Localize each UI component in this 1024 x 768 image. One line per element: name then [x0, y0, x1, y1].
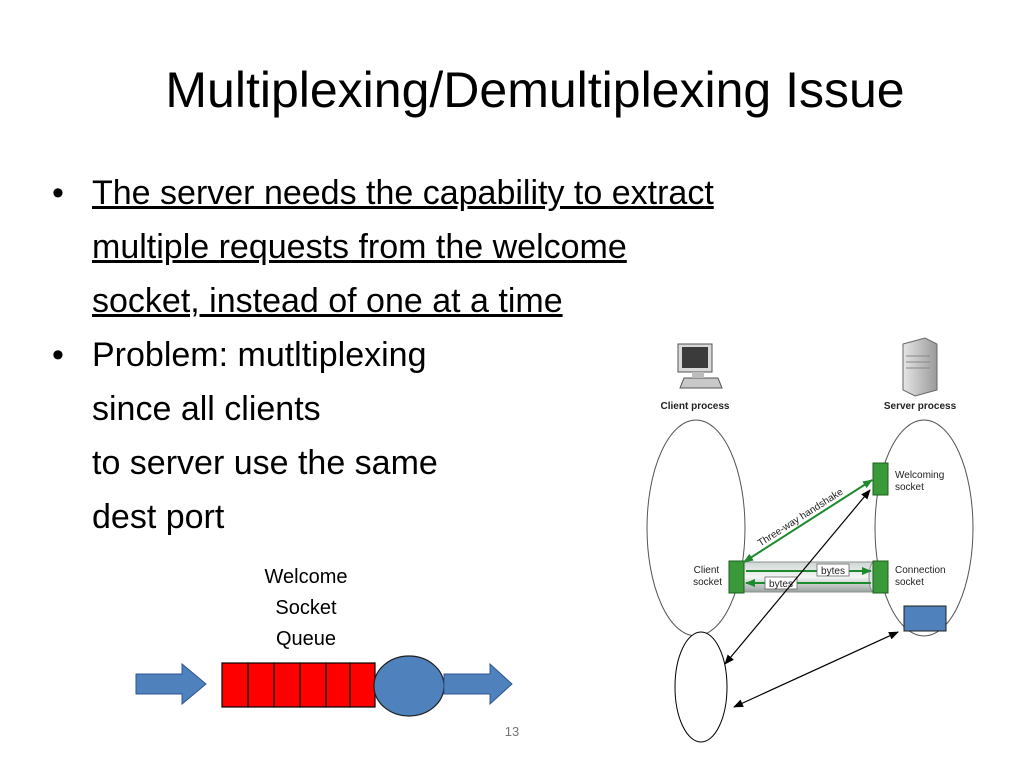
tcp-connection-pipe: [743, 561, 880, 593]
bullet-list: • The server needs the capability to ext…: [52, 166, 892, 544]
server-process-oval: [874, 419, 974, 637]
connection-socket: [872, 560, 889, 594]
queue-output-arrow: [443, 662, 513, 706]
bytes-label-bottom: bytes: [769, 579, 793, 590]
page-number: 13: [504, 724, 520, 739]
second-client-oval: [674, 631, 728, 743]
bullet-line: since all clients: [92, 390, 321, 428]
computer-icon: [677, 343, 723, 389]
server-icon: [902, 337, 938, 397]
queue-label-line: Queue: [275, 628, 337, 650]
request-arrow-connection: [733, 631, 899, 708]
bytes-label-top: bytes: [821, 566, 845, 577]
bullet-line: socket, instead of one at a time: [92, 282, 563, 320]
handshake-arrow: [743, 479, 873, 563]
queue-buffer: [221, 662, 376, 708]
queue-label-line: Socket: [275, 597, 337, 619]
queue-slot: [349, 662, 376, 708]
handshake-label: Three-way handshake: [756, 486, 846, 549]
welcoming-socket-label: Welcoming socket: [895, 470, 947, 493]
queue-slot: [299, 662, 327, 708]
queue-input-arrow: [135, 662, 207, 706]
bullet-line: to server use the same: [92, 444, 438, 482]
queue-slot: [273, 662, 301, 708]
connection-socket-label: Connection socket: [895, 565, 948, 588]
queue-slot: [325, 662, 351, 708]
welcoming-socket: [872, 462, 889, 496]
client-socket: [728, 560, 745, 594]
queue-label: Welcome Socket Queue: [236, 562, 376, 655]
queue-server-circle: [373, 655, 445, 717]
queue-slot: [247, 662, 275, 708]
bullet-line: multiple requests from the welcome: [92, 228, 627, 266]
extra-connection-socket-box: [903, 605, 947, 632]
slide-title: Multiplexing/Demultiplexing Issue: [165, 62, 905, 118]
client-process-oval: [646, 419, 746, 637]
client-socket-label: Client socket: [693, 565, 722, 588]
client-process-label: Client process: [661, 401, 730, 412]
bullet-item-server-capability: • The server needs the capability to ext…: [52, 166, 892, 328]
bullet-line: dest port: [92, 498, 225, 536]
server-process-label: Server process: [884, 401, 957, 412]
bullet-marker: •: [52, 336, 64, 374]
queue-slot: [221, 662, 249, 708]
bullet-marker: •: [52, 174, 64, 212]
queue-label-line: Welcome: [264, 566, 348, 588]
bullet-item-problem: • Problem: mutltiplexing since all clien…: [52, 328, 892, 544]
bullet-line: Problem: mutltiplexing: [92, 336, 427, 374]
bullet-line: The server needs the capability to extra…: [92, 174, 714, 212]
